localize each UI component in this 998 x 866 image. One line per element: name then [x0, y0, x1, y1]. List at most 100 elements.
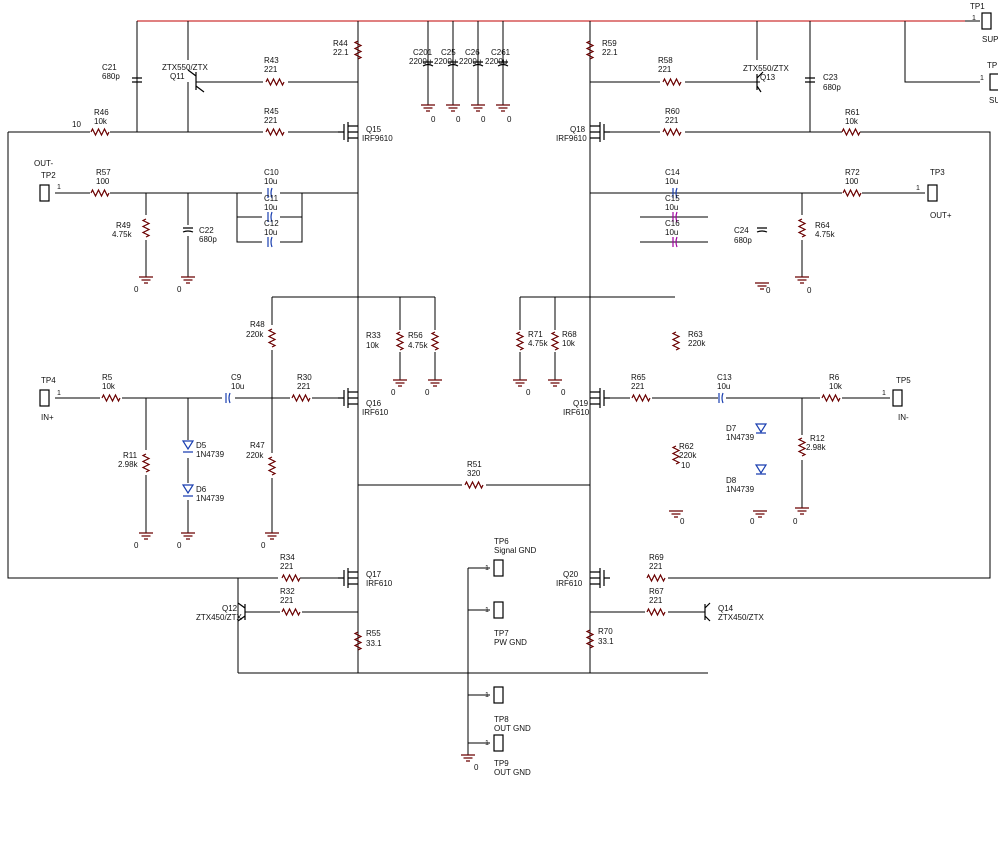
- gnd-r62: 0: [680, 517, 685, 526]
- gnd-r47: 0: [261, 541, 266, 550]
- gnd-r64: 0: [807, 286, 812, 295]
- label-c22: C22: [199, 226, 214, 235]
- pin-tp6: 1: [485, 565, 489, 572]
- value-c23: 680p: [823, 83, 841, 92]
- label-tp3: TP3: [930, 168, 945, 177]
- value-q19: IRF610: [563, 408, 590, 417]
- label-r71: R71: [528, 330, 543, 339]
- label-r48: R48: [250, 320, 265, 329]
- value-r70: 33.1: [598, 637, 614, 646]
- transistors: [187, 69, 764, 622]
- value-d8: 1N4739: [726, 485, 755, 494]
- label-r61: R61: [845, 108, 860, 117]
- gnd-c25: 0: [456, 115, 461, 124]
- value-r49: 4.75k: [112, 230, 133, 239]
- label-r68: R68: [562, 330, 577, 339]
- value-q12: ZTX450/ZTX: [196, 613, 242, 622]
- grounds: [138, 104, 810, 762]
- label-r5: R5: [102, 373, 113, 382]
- label-q15: Q15: [366, 125, 382, 134]
- value-q18: IRF9610: [556, 134, 587, 143]
- label-r65: R65: [631, 373, 646, 382]
- tp8-connector: [493, 686, 504, 704]
- gnd-c201: 0: [431, 115, 436, 124]
- value-r12: 2.98k: [806, 443, 827, 452]
- value-r5: 10k: [102, 382, 116, 391]
- label-r34: R34: [280, 553, 295, 562]
- value-c10: 10u: [264, 177, 277, 186]
- label-d7: D7: [726, 424, 737, 433]
- label-r56: R56: [408, 331, 423, 340]
- label-tp8-net: OUT GND: [494, 724, 531, 733]
- gnd-c22: 0: [177, 285, 182, 294]
- label-c16: C16: [665, 219, 680, 228]
- label-c26: C26: [465, 48, 480, 57]
- value-q11: ZTX550/ZTX: [162, 63, 208, 72]
- gnd-d6: 0: [177, 541, 182, 550]
- label-c10: C10: [264, 168, 279, 177]
- label-d6: D6: [196, 485, 207, 494]
- label-r69: R69: [649, 553, 664, 562]
- value-c16: 10u: [665, 228, 678, 237]
- value-q15: IRF9610: [362, 134, 393, 143]
- label-d5: D5: [196, 441, 207, 450]
- wires: [7, 20, 991, 755]
- gnd-d8: 0: [750, 517, 755, 526]
- label-tp7-net: PW GND: [494, 638, 527, 647]
- label-r11: R11: [123, 451, 138, 460]
- value-q17: IRF610: [366, 579, 393, 588]
- label-tp1-net: SUP: [982, 35, 998, 44]
- label-c23: C23: [823, 73, 838, 82]
- value-r61: 10k: [845, 117, 859, 126]
- label-c13: C13: [717, 373, 732, 382]
- label-r33: R33: [366, 331, 381, 340]
- note-r62: 10: [681, 461, 690, 470]
- tp7-connector: [493, 601, 504, 619]
- label-tp4-net: IN+: [41, 413, 54, 422]
- value-r65: 221: [631, 382, 645, 391]
- gnd-r33: 0: [391, 388, 396, 397]
- label-c11: C11: [264, 194, 279, 203]
- label-q11: Q11: [170, 72, 185, 81]
- pin-tp4: 1: [57, 390, 61, 397]
- label-c25: C25: [441, 48, 456, 57]
- value-r59: 22.1: [602, 48, 618, 57]
- pin-tp7: 1: [485, 607, 489, 614]
- label-q17: Q17: [366, 570, 382, 579]
- label-q18: Q18: [570, 125, 586, 134]
- label-d8: D8: [726, 476, 737, 485]
- value-q14: ZTX450/ZTX: [718, 613, 764, 622]
- value-c21: 680p: [102, 72, 120, 81]
- tp1b-connector: [989, 73, 998, 91]
- label-tp1b-net: SU: [989, 96, 998, 105]
- label-q19: Q19: [573, 399, 589, 408]
- label-c201: C201: [413, 48, 433, 57]
- label-r45: R45: [264, 107, 279, 116]
- value-r67: 221: [649, 596, 663, 605]
- value-r72: 100: [845, 177, 859, 186]
- label-r43: R43: [264, 56, 279, 65]
- value-r58: 221: [658, 65, 672, 74]
- label-tp4: TP4: [41, 376, 56, 385]
- value-r56: 4.75k: [408, 341, 429, 350]
- value-c13: 10u: [717, 382, 730, 391]
- label-tp3-net: OUT+: [930, 211, 952, 220]
- gnd-c261: 0: [507, 115, 512, 124]
- tp5-connector: [892, 389, 903, 407]
- value-r64: 4.75k: [815, 230, 836, 239]
- value-q13: ZTX550/ZTX: [743, 64, 789, 73]
- label-r67: R67: [649, 587, 664, 596]
- label-tp6-net: Signal GND: [494, 546, 536, 555]
- value-r60: 221: [665, 116, 679, 125]
- tp9-connector: [493, 734, 504, 752]
- label-tp8: TP8: [494, 715, 509, 724]
- value-r46: 10k: [94, 117, 108, 126]
- label-c15: C15: [665, 194, 680, 203]
- label-r51: R51: [467, 460, 482, 469]
- gnd-main: 0: [474, 763, 479, 772]
- label-r72: R72: [845, 168, 860, 177]
- value-c201: 2200u: [409, 57, 431, 66]
- label-c12: C12: [264, 219, 279, 228]
